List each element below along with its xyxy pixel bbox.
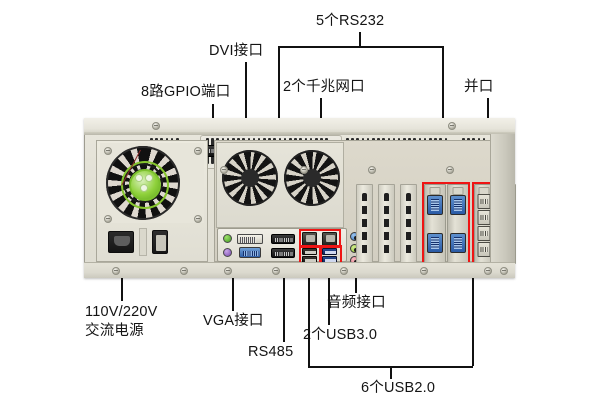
leader-line-usb3	[328, 258, 330, 325]
chassis-screw	[180, 267, 188, 275]
dvi-port	[237, 234, 263, 244]
chassis-screw	[224, 267, 232, 275]
callout-label-lan: 2个千兆网口	[283, 79, 365, 95]
usb3-port-a	[322, 248, 337, 255]
callout-label-rs485: RS485	[248, 344, 294, 360]
callout-label-usb3: 2个USB3.0	[303, 327, 378, 343]
callout-label-audio: 音频接口	[327, 295, 386, 311]
leader-line-rs232-span	[278, 46, 443, 48]
leader-line-vga	[232, 256, 234, 311]
callout-label-parallel-port: 并口	[464, 79, 494, 95]
ac-power-inlet	[108, 231, 134, 253]
callout-label-vga: VGA接口	[203, 313, 264, 329]
expansion-slot-blank	[356, 184, 373, 264]
callout-label-dvi: DVI接口	[209, 43, 264, 59]
highlight-box-serial-cards	[422, 182, 470, 264]
callout-label-rs232: 5个RS232	[316, 13, 385, 29]
chassis-top-lip	[84, 132, 515, 135]
chassis-screw	[272, 267, 280, 275]
psu-screw	[104, 147, 112, 155]
leader-line-usb2-left-leg	[308, 258, 310, 368]
chassis-screw	[420, 267, 428, 275]
callout-label-usb2: 6个USB2.0	[361, 380, 436, 396]
chassis-screw	[112, 267, 120, 275]
serial-expansion-card-1	[424, 184, 446, 264]
ps2-mouse-port	[223, 234, 232, 243]
chassis-screw	[152, 122, 160, 130]
vga-port	[239, 247, 261, 258]
leader-line-usb2-stem	[390, 366, 392, 379]
leader-line-rs232-stem	[359, 32, 361, 47]
expansion-slot-blank	[400, 184, 417, 264]
callout-label-power-line2: 交流电源	[85, 323, 144, 339]
chassis-screw	[340, 267, 348, 275]
expansion-slot-blank	[378, 184, 395, 264]
ps2-keyboard-port	[223, 248, 232, 257]
callout-label-gpio: 8路GPIO端口	[141, 84, 231, 100]
chassis-screw	[448, 122, 456, 130]
psu-power-switch[interactable]	[152, 230, 168, 254]
usb2-port-a	[302, 248, 317, 255]
callout-label-power-line1: 110V/220V	[85, 304, 158, 320]
chassis-bottom-rail	[84, 262, 515, 278]
io-shield	[217, 228, 347, 263]
callout-label-power: 110V/220V 交流电源	[85, 303, 157, 341]
case-fan-right-icon	[284, 150, 340, 206]
psu-rating-label	[139, 228, 147, 256]
chassis-screw	[300, 166, 308, 174]
leader-line-rs485	[283, 256, 285, 342]
chassis-screw	[500, 267, 508, 275]
leader-line-usb2-right-leg	[472, 256, 474, 366]
chassis-screw	[484, 267, 492, 275]
chassis-side-panel	[490, 134, 515, 262]
chassis-screw	[368, 166, 376, 174]
serial-rs485-port	[271, 248, 295, 258]
psu-fan-hub	[129, 169, 161, 201]
psu-screw	[194, 147, 202, 155]
psu-screw	[104, 215, 112, 223]
leader-line-rs232-right-leg	[442, 46, 444, 188]
psu-screw	[194, 215, 202, 223]
serial-com1-port	[271, 234, 295, 244]
chassis-screw	[220, 166, 228, 174]
case-fan-left-icon	[222, 150, 278, 206]
chassis-screw	[446, 166, 454, 174]
